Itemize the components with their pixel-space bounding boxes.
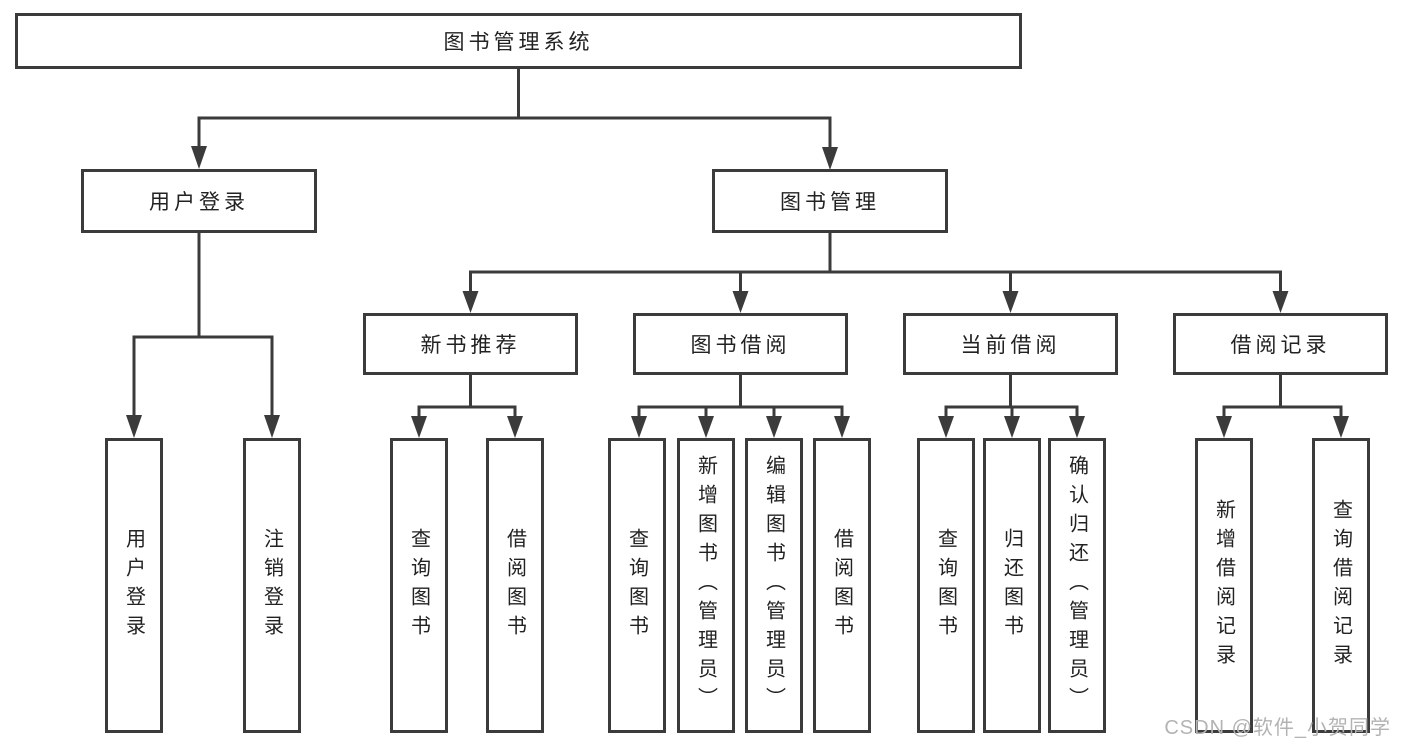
leaf-user-login: 用户登录 xyxy=(105,438,163,733)
node-current-borrow: 当前借阅 xyxy=(903,313,1118,375)
node-user-login: 用户登录 xyxy=(81,169,317,233)
leaf-query-books-current: 查询图书 xyxy=(917,438,975,733)
node-book-management: 图书管理 xyxy=(712,169,948,233)
node-book-borrow: 图书借阅 xyxy=(633,313,848,375)
leaf-borrow-books-recommend: 借阅图书 xyxy=(486,438,544,733)
node-root-system: 图书管理系统 xyxy=(15,13,1022,69)
node-new-book-recommend: 新书推荐 xyxy=(363,313,578,375)
leaf-add-borrow-record: 新增借阅记录 xyxy=(1195,438,1253,733)
leaf-borrow-books: 借阅图书 xyxy=(813,438,871,733)
leaf-query-borrow-record: 查询借阅记录 xyxy=(1312,438,1370,733)
node-borrow-records: 借阅记录 xyxy=(1173,313,1388,375)
edge-lines xyxy=(132,69,1343,416)
edge-arrowheads xyxy=(126,146,1349,438)
leaf-query-books-borrow: 查询图书 xyxy=(608,438,666,733)
leaf-confirm-return-admin: 确认归还（管理员） xyxy=(1048,438,1106,733)
leaf-edit-books-admin: 编辑图书（管理员） xyxy=(745,438,803,733)
leaf-add-books-admin: 新增图书（管理员） xyxy=(677,438,735,733)
leaf-logout: 注销登录 xyxy=(243,438,301,733)
leaf-return-books: 归还图书 xyxy=(983,438,1041,733)
leaf-query-books-recommend: 查询图书 xyxy=(390,438,448,733)
csdn-watermark: CSDN @软件_小贺同学 xyxy=(1164,717,1391,739)
